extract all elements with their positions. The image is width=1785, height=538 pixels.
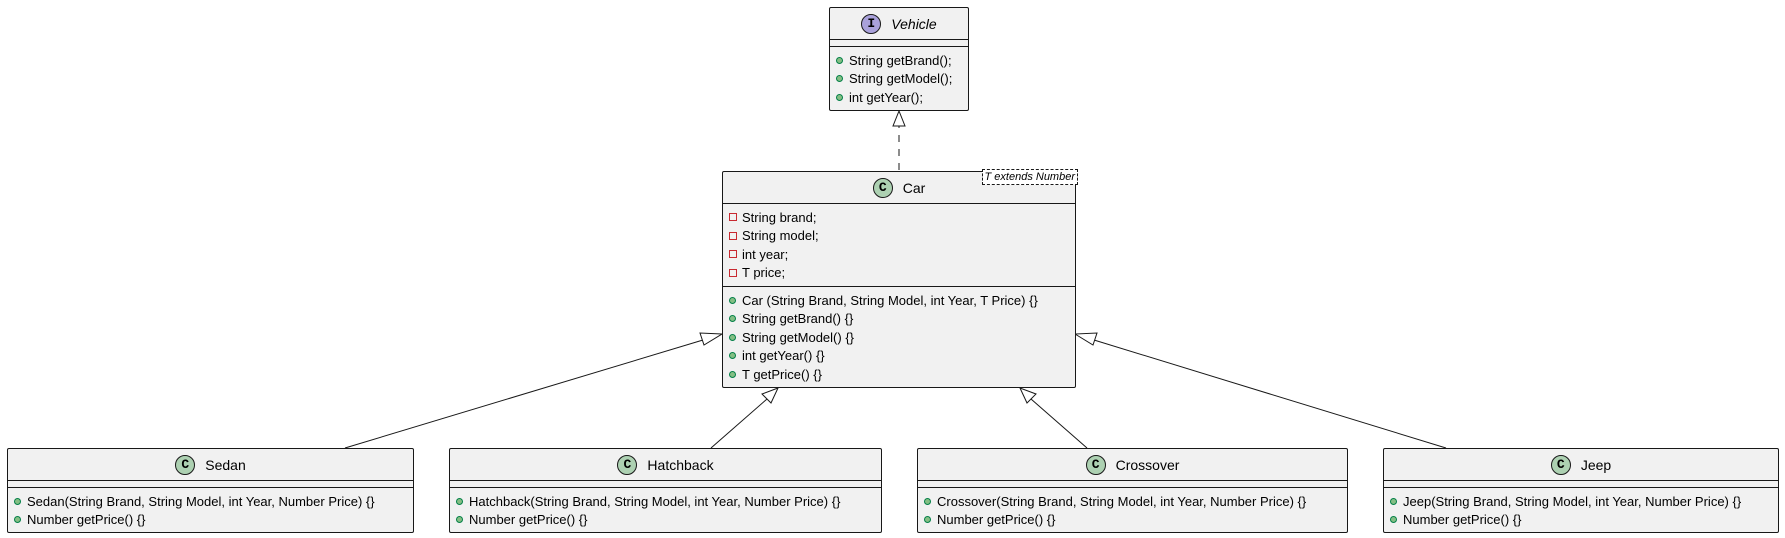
- vehicle-method: String getBrand();: [836, 51, 962, 70]
- class-icon: C: [1550, 454, 1571, 475]
- jeep-methods-section: Jeep(String Brand, String Model, int Yea…: [1384, 487, 1778, 531]
- vehicle-method: String getModel();: [836, 70, 962, 89]
- crossover-method: Number getPrice() {}: [924, 511, 1341, 530]
- class-icon: C: [872, 177, 893, 198]
- inheritance-jeep-car: [1073, 332, 1447, 449]
- public-icon: [729, 315, 736, 323]
- vehicle-methods-section: String getBrand(); String getModel(); in…: [830, 46, 968, 109]
- hatchback-title: Hatchback: [647, 456, 714, 473]
- car-method: T getPrice() {}: [729, 365, 1069, 384]
- private-icon: [729, 250, 737, 259]
- car-method: int getYear() {}: [729, 347, 1069, 366]
- car-field: T price;: [729, 264, 1069, 283]
- vehicle-method: int getYear();: [836, 88, 962, 107]
- jeep-method: Number getPrice() {}: [1390, 511, 1772, 530]
- public-icon: [729, 333, 736, 341]
- private-icon: [729, 231, 737, 240]
- car-fields-section: String brand; String model; int year; T …: [723, 204, 1075, 286]
- private-icon: [729, 268, 737, 277]
- public-icon: [836, 75, 843, 83]
- hatchback-header: C Hatchback: [450, 449, 881, 481]
- class-icon: C: [1085, 454, 1106, 475]
- car-method: String getModel() {}: [729, 328, 1069, 347]
- car-methods-section: Car (String Brand, String Model, int Yea…: [723, 286, 1075, 386]
- inheritance-sedan-car: [344, 332, 724, 449]
- car-header: C Car T extends Number: [723, 169, 1078, 204]
- public-icon: [836, 93, 843, 101]
- car-title: Car: [902, 179, 926, 196]
- interface-icon: I: [861, 13, 882, 34]
- vehicle-header: I Vehicle: [830, 8, 968, 40]
- public-icon: [836, 56, 843, 64]
- generic-type-parameter: T extends Number: [981, 169, 1078, 185]
- crossover-header: C Crossover: [918, 449, 1347, 481]
- sedan-method: Number getPrice() {}: [14, 511, 407, 530]
- car-field: String brand;: [729, 208, 1069, 227]
- public-icon: [729, 370, 736, 378]
- public-icon: [1390, 516, 1397, 524]
- crossover-class-box[interactable]: C Crossover Crossover(String Brand, Stri…: [917, 448, 1348, 533]
- private-icon: [729, 213, 737, 222]
- jeep-title: Jeep: [1580, 456, 1612, 473]
- public-icon: [729, 352, 736, 360]
- sedan-header: C Sedan: [8, 449, 413, 481]
- class-icon: C: [175, 454, 196, 475]
- jeep-header: C Jeep: [1384, 449, 1778, 481]
- inheritance-crossover-car: [1019, 387, 1088, 449]
- sedan-method: Sedan(String Brand, String Model, int Ye…: [14, 492, 407, 511]
- public-icon: [456, 516, 463, 524]
- public-icon: [14, 516, 21, 524]
- car-field: int year;: [729, 245, 1069, 264]
- public-icon: [924, 497, 931, 505]
- car-class-box[interactable]: C Car T extends Number String brand; Str…: [722, 169, 1078, 388]
- sedan-title: Sedan: [205, 456, 246, 473]
- public-icon: [1390, 497, 1397, 505]
- inheritance-hatchback-car: [710, 387, 779, 449]
- jeep-class-box[interactable]: C Jeep Jeep(String Brand, String Model, …: [1383, 448, 1779, 533]
- public-icon: [729, 296, 736, 304]
- public-icon: [14, 497, 21, 505]
- hatchback-methods-section: Hatchback(String Brand, String Model, in…: [450, 487, 881, 531]
- jeep-method: Jeep(String Brand, String Model, int Yea…: [1390, 492, 1772, 511]
- vehicle-title: Vehicle: [891, 15, 937, 32]
- crossover-method: Crossover(String Brand, String Model, in…: [924, 492, 1341, 511]
- hatchback-method: Number getPrice() {}: [456, 511, 875, 530]
- sedan-class-box[interactable]: C Sedan Sedan(String Brand, String Model…: [7, 448, 414, 533]
- public-icon: [456, 497, 463, 505]
- class-icon: C: [617, 454, 638, 475]
- crossover-methods-section: Crossover(String Brand, String Model, in…: [918, 487, 1347, 531]
- hatchback-class-box[interactable]: C Hatchback Hatchback(String Brand, Stri…: [449, 448, 882, 533]
- car-field: String model;: [729, 227, 1069, 246]
- car-method: Car (String Brand, String Model, int Yea…: [729, 291, 1069, 310]
- sedan-methods-section: Sedan(String Brand, String Model, int Ye…: [8, 487, 413, 531]
- hatchback-method: Hatchback(String Brand, String Model, in…: [456, 492, 875, 511]
- vehicle-interface-box[interactable]: I Vehicle String getBrand(); String getM…: [829, 7, 969, 111]
- public-icon: [924, 516, 931, 524]
- crossover-title: Crossover: [1115, 456, 1180, 473]
- car-method: String getBrand() {}: [729, 310, 1069, 329]
- realization-car-vehicle: [892, 109, 906, 170]
